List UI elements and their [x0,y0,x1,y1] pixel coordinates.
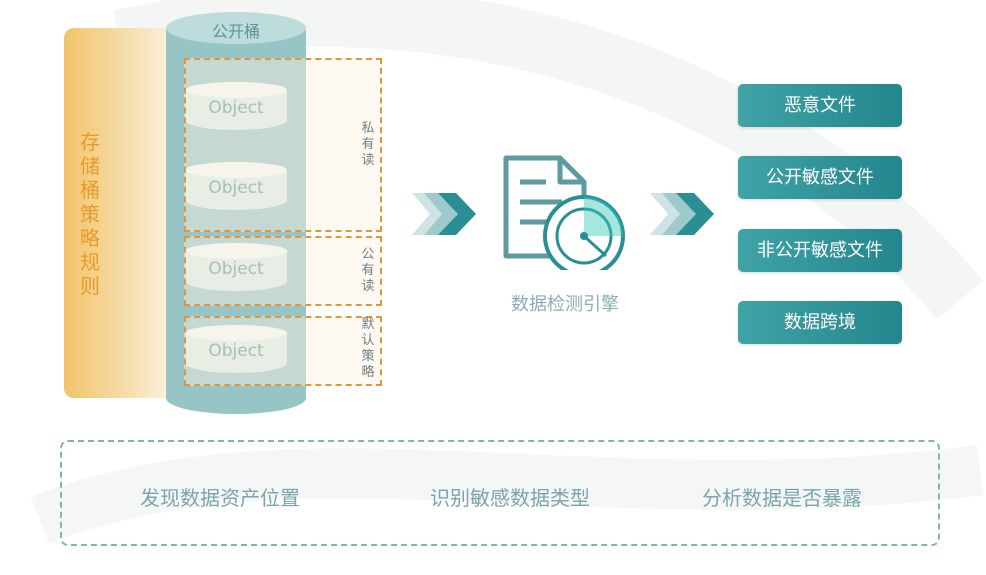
public-read-policy-box [184,236,382,306]
public-bucket-cylinder-bottom [166,382,306,414]
chevron-arrow-icon [650,193,714,235]
object-cylinder: Object [185,82,287,130]
chevron-arrow-icon [412,193,476,235]
default-policy-label: 默认策略 [361,317,375,380]
document-radar-icon [503,155,625,270]
goal-analyze-data-exposure: 分析数据是否暴露 [702,486,862,510]
goal-identify-sensitive-types: 识别敏感数据类型 [430,486,590,510]
private-read-policy-box [184,58,382,232]
object-label: Object [208,98,264,118]
object-label: Object [208,259,264,279]
result-malicious-file: 恶意文件 [738,84,902,127]
public-bucket-cylinder-top [166,12,306,44]
public-bucket-title: 公开桶 [211,22,260,41]
object-cylinder: Object [185,325,287,373]
goal-discover-data-location: 发现数据资产位置 [140,486,300,510]
storage-bucket-policy-rules-panel [64,28,172,398]
storage-bucket-policy-rules-label: 存储桶策略规则 [80,130,100,298]
public-read-policy-label: 公有读 [361,247,375,294]
private-read-policy-label: 私有读 [361,121,375,168]
object-cylinder: Object [185,162,287,210]
object-label: Object [208,341,264,361]
object-label: Object [208,178,264,198]
result-cross-border-data: 数据跨境 [738,301,902,344]
data-detection-engine-label: 数据检测引擎 [511,294,619,315]
result-public-sensitive-file: 公开敏感文件 [738,156,902,199]
object-cylinder: Object [185,243,287,291]
goals-box [60,440,940,546]
default-policy-box [184,316,382,386]
result-non-public-sensitive-file: 非公开敏感文件 [738,229,902,272]
